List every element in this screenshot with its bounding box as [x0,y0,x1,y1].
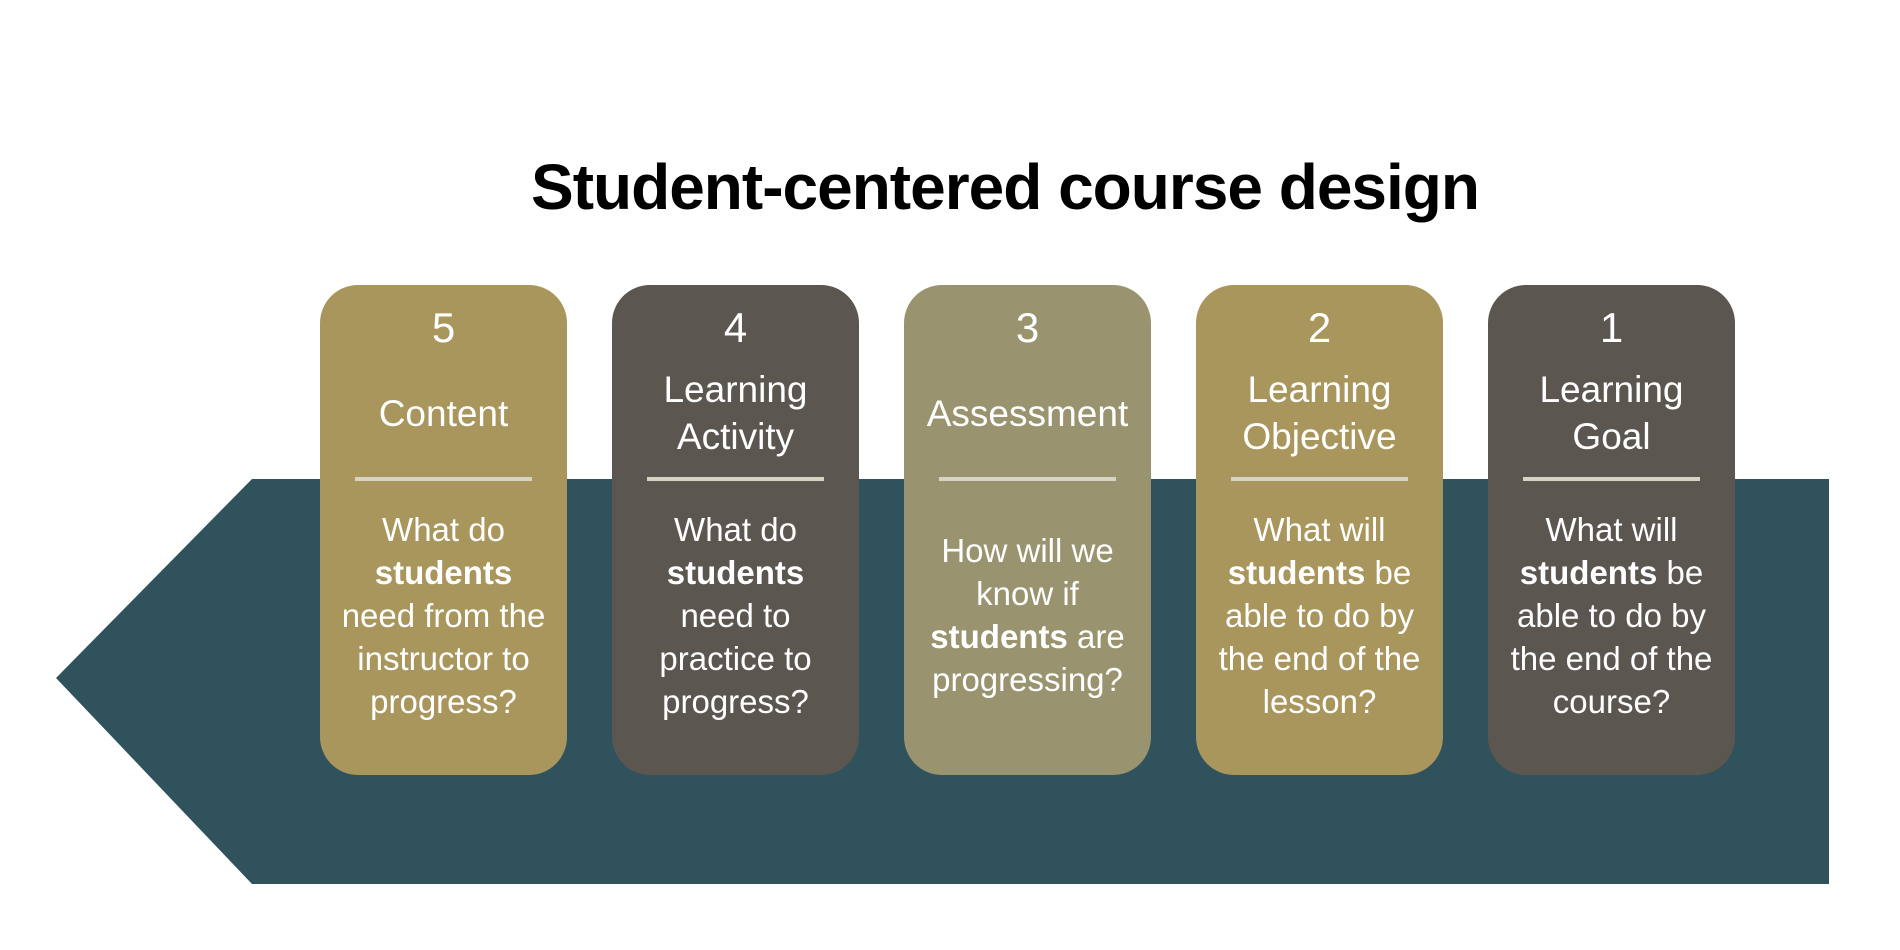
question-bold: students [1227,553,1366,591]
card-number: 5 [431,304,456,351]
card-assessment: 3 Assessment How will we know if student… [904,285,1151,775]
question-post: need to practice to progress? [659,596,812,720]
question-pre: What will [1253,510,1386,548]
card-label: Learning Goal [1539,369,1684,457]
card-question: What will students be able to do by the … [1210,495,1429,735]
question-bold: students [374,553,513,591]
card-number: 4 [723,304,748,351]
question-pre: What do [674,510,797,548]
question-bold: students [1519,553,1658,591]
card-label: Content [378,392,509,434]
card-question: What do students need to practice to pro… [626,495,845,735]
card-number: 2 [1307,304,1332,351]
question-pre: What do [382,510,505,548]
question-pre: How will we know if [941,532,1114,612]
card-content: 5 Content What do students need from the… [320,285,567,775]
card-divider [355,477,532,481]
card-label: Assessment [926,392,1129,434]
card-divider [939,477,1116,481]
card-divider [1231,477,1408,481]
card-divider [1523,477,1700,481]
card-learning-objective: 2 Learning Objective What will students … [1196,285,1443,775]
question-post: need from the instructor to progress? [341,596,546,720]
card-label: Learning Activity [663,369,808,457]
question-pre: What will [1545,510,1678,548]
card-question: What will students be able to do by the … [1502,495,1721,735]
question-post: be able to do by the end of the course? [1510,553,1713,720]
question-bold: students [666,553,805,591]
card-number: 1 [1599,304,1624,351]
question-bold: students [930,618,1068,655]
card-divider [647,477,824,481]
card-learning-activity: 4 Learning Activity What do students nee… [612,285,859,775]
card-question: How will we know if students are progres… [918,495,1137,735]
card-number: 3 [1015,304,1040,351]
question-post: be able to do by the end of the lesson? [1218,553,1421,720]
card-learning-goal: 1 Learning Goal What will students be ab… [1488,285,1735,775]
question-post: are progressing? [932,618,1125,698]
card-label: Learning Objective [1242,369,1397,457]
card-question: What do students need from the instructo… [334,495,553,735]
page-title: Student-centered course design [531,151,1480,223]
